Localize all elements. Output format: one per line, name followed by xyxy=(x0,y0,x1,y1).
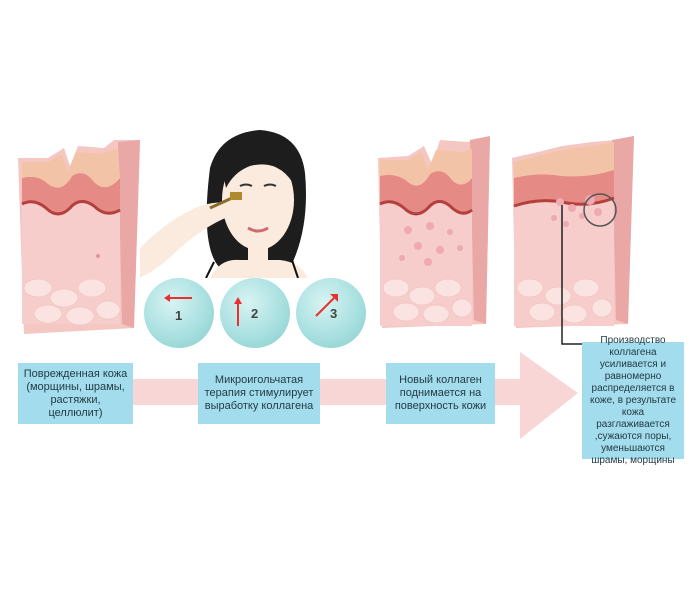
result-skin-illustration xyxy=(512,136,634,328)
new-collagen-skin-illustration xyxy=(378,136,490,328)
damaged-skin-illustration xyxy=(18,140,140,334)
face-roller-illustration xyxy=(140,130,308,278)
step-3-number: 3 xyxy=(330,306,338,321)
damaged-skin-label: Поврежденная кожа (морщины, шрамы, растя… xyxy=(18,363,133,424)
new-collagen-label: Новый коллаген поднимается на поверхност… xyxy=(386,363,495,424)
result-label: Производство коллагена усиливается и рав… xyxy=(582,335,684,466)
step-2-number: 2 xyxy=(251,306,259,321)
therapy-label: Микроигольчатая терапия стимулирует выра… xyxy=(198,363,320,424)
step-1-number: 1 xyxy=(175,308,183,323)
step-1-icon: 1 xyxy=(144,278,214,348)
step-2-icon: 2 xyxy=(220,278,290,348)
step-3-icon: 3 xyxy=(296,278,366,348)
